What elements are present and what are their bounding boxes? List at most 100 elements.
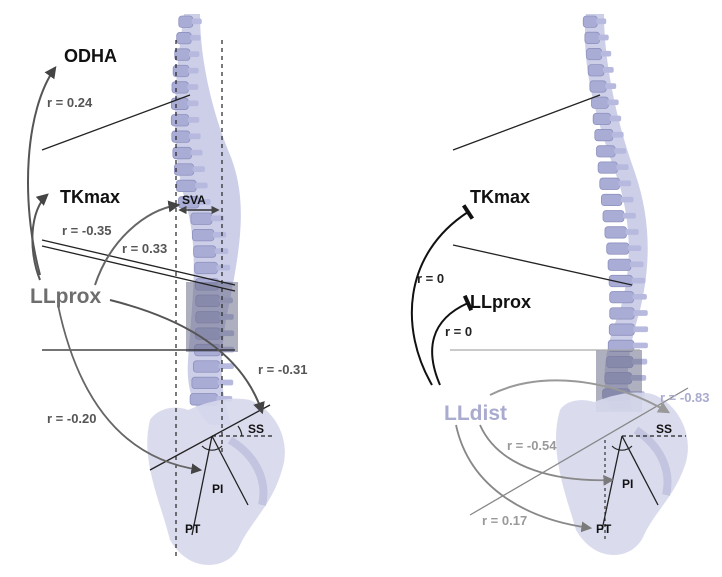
vertebra <box>600 178 620 189</box>
vertebra <box>193 361 219 372</box>
r-pt: r = -0.20 <box>47 411 97 426</box>
vertebra <box>607 243 629 254</box>
vertebra <box>601 194 621 205</box>
vertebra <box>595 129 613 140</box>
label-odha: ODHA <box>64 46 117 66</box>
r-tkmax: r = -0.35 <box>62 223 112 238</box>
right-label-pt: PT <box>596 522 612 536</box>
vertebra <box>609 324 634 335</box>
spinous-process <box>187 101 198 107</box>
spinous-process <box>614 148 626 154</box>
vertebra <box>603 211 624 222</box>
vertebra <box>588 65 604 76</box>
vertebra <box>592 97 609 108</box>
vertebra <box>610 308 635 319</box>
spinous-process <box>598 35 608 41</box>
spinous-process <box>633 310 648 316</box>
right-r-tkmax: r = 0 <box>417 271 444 286</box>
spinous-process <box>628 245 642 251</box>
vertebra <box>590 81 606 92</box>
vertebra <box>171 115 189 126</box>
right-label-lldist: LLdist <box>444 402 507 425</box>
spinous-process <box>189 51 200 57</box>
vertebra <box>605 227 627 238</box>
spinous-process <box>603 67 614 73</box>
spinous-process <box>616 164 628 170</box>
vertebra <box>585 32 600 43</box>
spinous-process <box>619 181 632 187</box>
vertebra <box>171 98 188 109</box>
right-label-llprox: LLprox <box>470 292 531 312</box>
spinous-process <box>218 380 234 386</box>
right-tkmax-line <box>453 245 632 285</box>
arc-lldist-to-llprox <box>432 303 468 385</box>
vertebra <box>587 48 602 59</box>
spinous-process <box>190 35 200 41</box>
vertebra <box>177 32 192 43</box>
right-odha-line <box>453 95 600 150</box>
spinous-process <box>192 18 202 24</box>
spinous-process <box>607 99 618 105</box>
right-r-pt: r = 0.17 <box>482 513 527 528</box>
spinous-process <box>213 232 226 238</box>
spinous-process <box>621 197 634 203</box>
spinous-process <box>633 294 647 300</box>
spinous-process <box>188 117 200 123</box>
spinous-process <box>601 51 612 57</box>
spinous-process <box>626 229 639 235</box>
spinous-process <box>189 133 201 139</box>
vertebra <box>192 377 219 388</box>
vertebra <box>610 292 634 303</box>
right-label-ss: SS <box>656 422 672 436</box>
right-r-pi: r = -0.54 <box>507 438 557 453</box>
vertebra <box>194 246 216 257</box>
spinous-process <box>219 363 234 369</box>
spinous-process <box>633 343 648 349</box>
spinous-process <box>216 265 230 271</box>
right-label-tkmax: TKmax <box>470 187 530 207</box>
spinous-process <box>630 262 644 268</box>
left-panel: ODHA TKmax LLprox SVA SS PI PT r = 0.24 … <box>28 14 308 565</box>
vertebra <box>191 213 212 224</box>
spinous-process <box>195 183 208 189</box>
spinous-process <box>191 150 203 156</box>
r-sva: r = 0.33 <box>122 241 167 256</box>
vertebra <box>596 146 615 157</box>
right-spine-illustration <box>556 14 688 555</box>
arrow-llprox-to-tkmax <box>32 195 47 280</box>
spinous-process <box>187 84 198 90</box>
spinous-process <box>193 166 205 172</box>
spinous-process <box>610 116 622 122</box>
spinous-process <box>631 278 645 284</box>
right-label-pi: PI <box>622 477 633 491</box>
spinous-process <box>623 213 636 219</box>
vertebra <box>598 162 617 173</box>
vertebra <box>179 16 193 27</box>
vertebra <box>176 180 196 191</box>
vertebra <box>175 49 190 60</box>
label-pt: PT <box>185 522 201 536</box>
vertebra <box>195 262 218 273</box>
vertebra <box>583 16 597 27</box>
vertebra <box>172 131 190 142</box>
spinous-process <box>612 132 624 138</box>
vertebra <box>593 113 611 124</box>
r-odha: r = 0.24 <box>47 95 93 110</box>
label-pi: PI <box>212 482 223 496</box>
vertebra <box>192 229 214 240</box>
spinous-process <box>605 83 616 89</box>
r-ss: r = -0.31 <box>258 362 308 377</box>
spinous-process <box>596 18 606 24</box>
vertebra <box>608 259 631 270</box>
vertebra <box>174 164 193 175</box>
spinous-process <box>633 326 648 332</box>
right-panel: TKmax LLprox LLdist SS PI PT r = 0 r = 0… <box>412 14 710 555</box>
label-ss: SS <box>248 422 264 436</box>
arc-lldist-to-tkmax <box>412 212 468 385</box>
right-r-ss: r = -0.83 <box>660 390 710 405</box>
label-tkmax: TKmax <box>60 187 120 207</box>
vertebra <box>172 82 188 93</box>
label-sva: SVA <box>182 193 206 207</box>
right-r-llprox: r = 0 <box>445 324 472 339</box>
